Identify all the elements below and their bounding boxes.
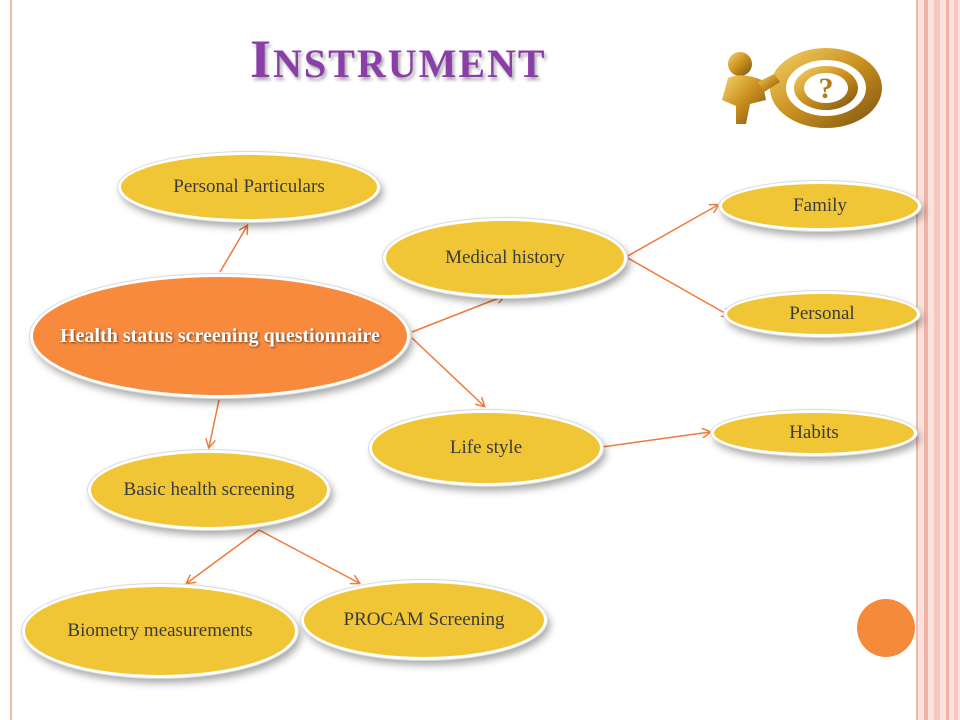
slide-frame (10, 0, 918, 720)
node-life-style: Life style (369, 410, 603, 486)
node-personal: Personal (724, 291, 920, 337)
node-basic-health-screening: Basic health screening (88, 450, 330, 530)
question-mark-emblem-icon: ? (722, 48, 882, 128)
side-stripes (918, 0, 960, 720)
slide-title: INSTRUMENT (250, 28, 650, 108)
node-medical-history: Medical history (383, 218, 627, 298)
link-medical-personal (625, 256, 730, 316)
link-medical-family (625, 205, 718, 258)
title-initial: I (250, 29, 274, 89)
node-health-status-questionnaire: Health status screening questionnaire (30, 274, 410, 398)
link-root-personal-particulars (219, 226, 247, 273)
node-biometry-measurements: Biometry measurements (22, 584, 298, 678)
title-rest: NSTRUMENT (273, 41, 547, 86)
node-family: Family (719, 181, 921, 231)
link-basic-procam (258, 529, 359, 583)
link-root-medical-history (411, 296, 504, 333)
svg-text:?: ? (819, 72, 834, 105)
node-procam-screening: PROCAM Screening (301, 580, 547, 660)
link-root-life-style (411, 337, 484, 406)
node-habits: Habits (711, 410, 917, 456)
orange-circle-decoration (857, 599, 915, 657)
node-personal-particulars: Personal Particulars (118, 152, 380, 222)
link-root-basic-health (209, 399, 220, 447)
link-basic-biometry (187, 529, 260, 583)
link-life-habits (601, 432, 710, 448)
